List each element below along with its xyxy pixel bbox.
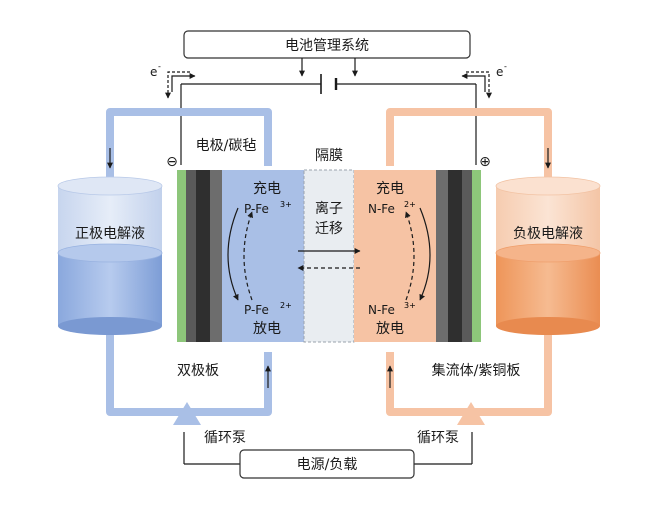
left-pump-icon (173, 402, 201, 425)
ion-migration-arrows (297, 248, 361, 271)
right-bottom-charge: 3+ (404, 301, 416, 310)
electrode-label: 电极/碳毡 (196, 138, 257, 154)
electron-sup-right: - (504, 62, 507, 71)
bipolar-plate-label: 双极板 (177, 363, 219, 379)
left-bottom-state: 放电 (253, 321, 281, 337)
left-top-charge: 3+ (280, 200, 292, 209)
negative-electrolyte-label: 负极电解液 (513, 226, 583, 242)
cell-stack (177, 169, 481, 343)
power-load-label: 电源/负载 (297, 457, 358, 473)
right-bottom-species: N-Fe (368, 303, 395, 317)
external-circuit-top (165, 71, 492, 165)
negative-pole-icon: ⊖ (166, 154, 178, 170)
left-bottom-charge: 2+ (280, 301, 292, 310)
left-bottom-species: P-Fe (244, 303, 269, 317)
right-bottom-state: 放电 (376, 321, 404, 337)
electron-sup-left: - (158, 62, 161, 71)
left-tank: 正极电解液 (57, 176, 163, 335)
right-pump-icon (457, 402, 485, 425)
ion-migration-label-1: 离子 (315, 200, 343, 217)
current-collector-label: 集流体/紫铜板 (432, 362, 521, 379)
positive-electrolyte-label: 正极电解液 (75, 226, 145, 242)
battery-management-system-box: 电池管理系统 (183, 30, 471, 59)
power-load-box: 电源/负载 (239, 449, 415, 479)
membrane-label: 隔膜 (315, 148, 343, 164)
right-pump-label: 循环泵 (417, 430, 459, 446)
bms-label: 电池管理系统 (285, 38, 369, 54)
ion-migration-label-2: 迁移 (315, 221, 343, 237)
right-top-state: 充电 (376, 181, 404, 197)
right-top-species: N-Fe (368, 202, 395, 216)
left-top-species: P-Fe (244, 202, 269, 216)
electron-label-right: e (496, 65, 503, 79)
reaction-arrows (227, 207, 431, 301)
right-top-charge: 2+ (404, 200, 416, 209)
electron-label-left: e (150, 65, 157, 79)
left-pump-label: 循环泵 (204, 430, 246, 446)
external-circuit-bottom (183, 432, 473, 465)
flow-arrows (107, 148, 551, 388)
left-top-state: 充电 (253, 181, 281, 197)
right-tank: 负极电解液 (495, 176, 601, 335)
bms-wires (299, 58, 358, 77)
positive-pole-icon: ⊕ (479, 154, 491, 170)
